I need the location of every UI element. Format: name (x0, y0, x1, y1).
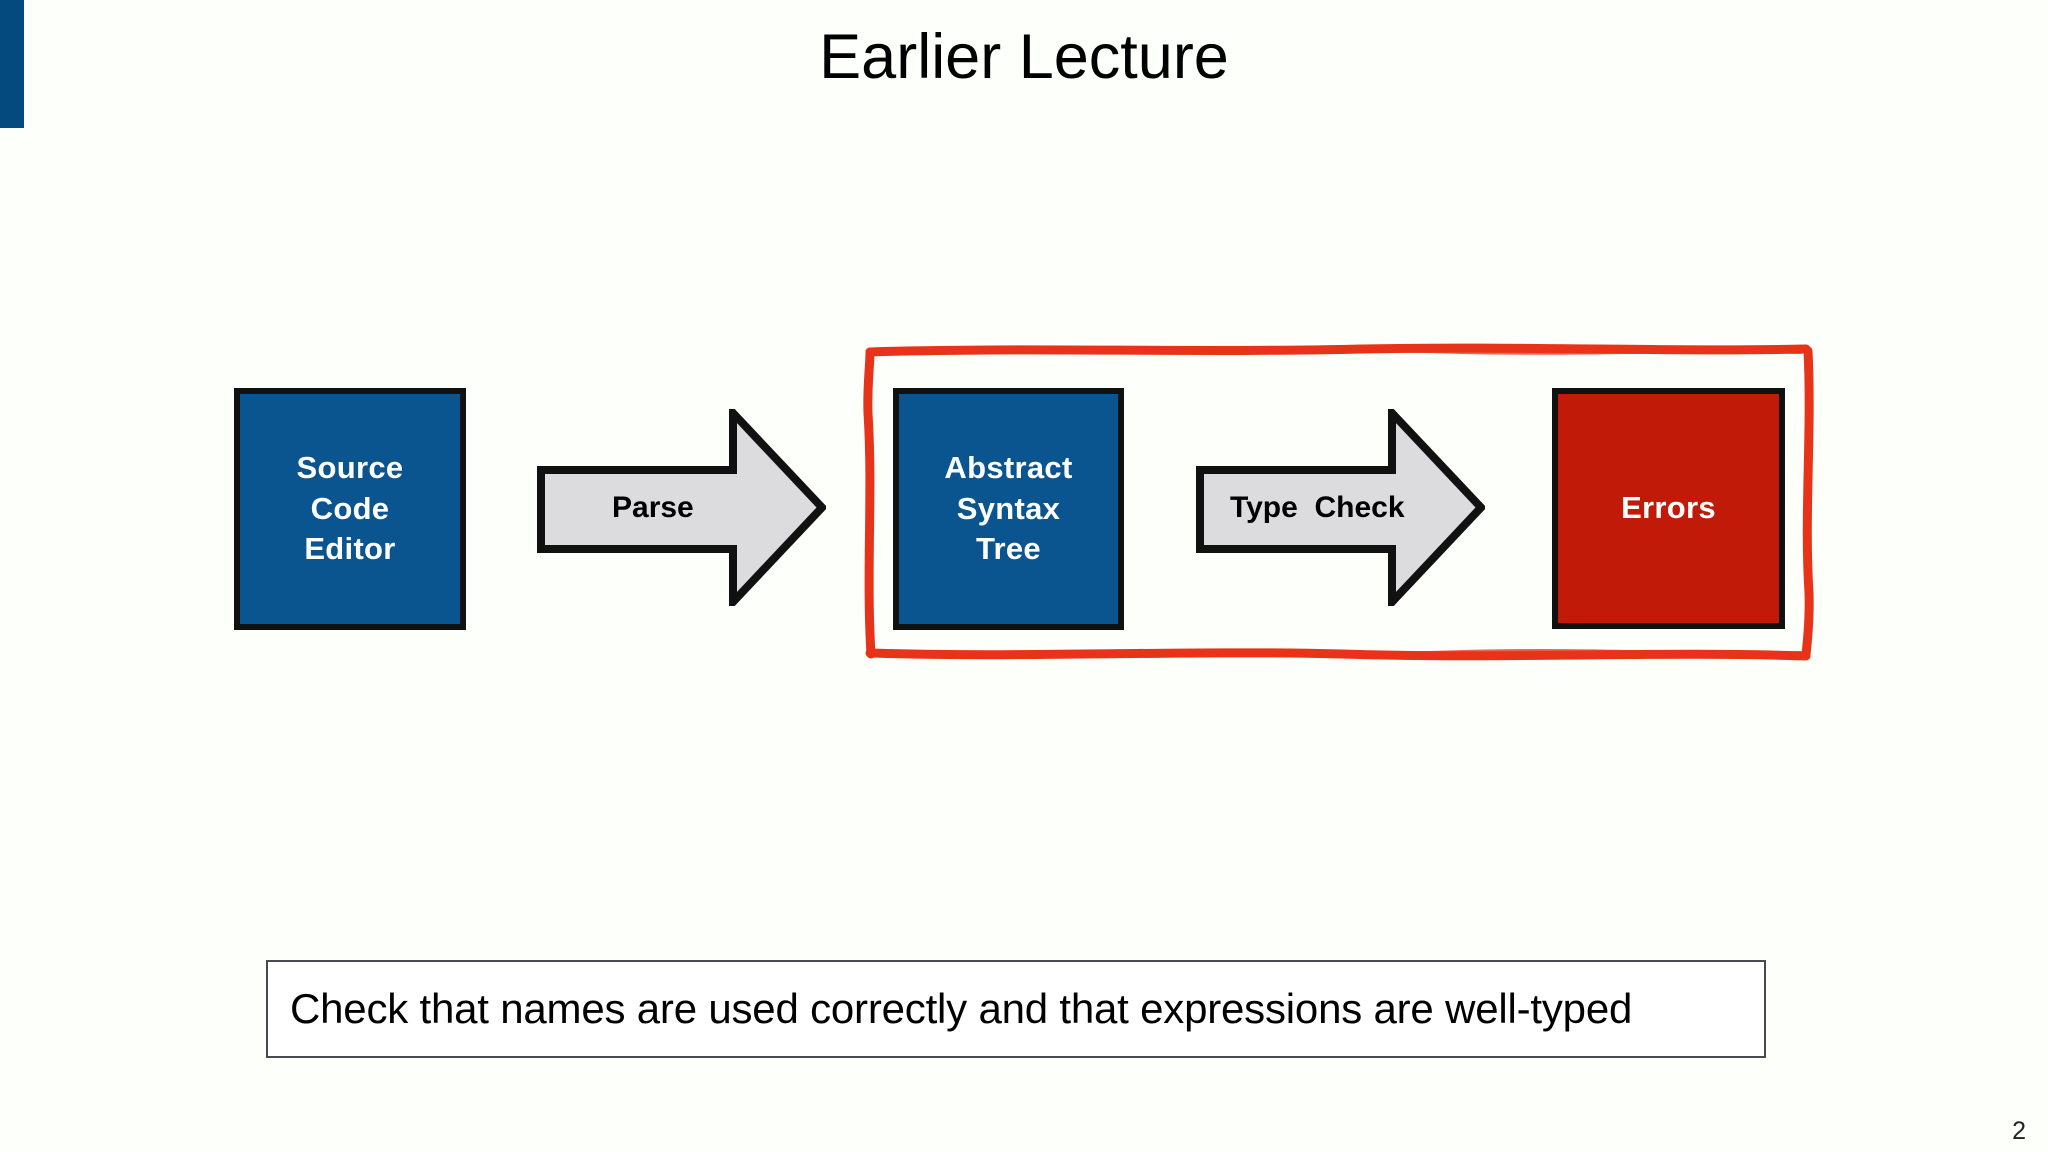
page-title: Earlier Lecture (819, 22, 1229, 92)
node-source-code-editor[interactable]: Source Code Editor (234, 388, 466, 630)
parse-arrow[interactable]: Parse (537, 409, 826, 606)
type-check-arrow[interactable]: Type Check (1196, 409, 1485, 606)
parse-arrow-label: Parse (612, 490, 694, 524)
caption-text: Check that names are used correctly and … (290, 985, 1633, 1032)
page-number: 2 (2012, 1117, 2026, 1145)
node-abstract-syntax-tree[interactable]: Abstract Syntax Tree (893, 388, 1124, 630)
node-errors[interactable]: Errors (1552, 388, 1785, 629)
parse-arrow-shape (537, 409, 826, 606)
node-abstract-syntax-tree-label: Abstract Syntax Tree (944, 449, 1073, 567)
type-check-arrow-label: Type Check (1230, 490, 1405, 524)
node-source-code-editor-label: Source Code Editor (296, 449, 404, 567)
accent-bar (0, 0, 24, 128)
caption-box: Check that names are used correctly and … (266, 960, 1766, 1058)
node-errors-label: Errors (1621, 490, 1716, 526)
type-check-arrow-shape (1196, 409, 1485, 606)
